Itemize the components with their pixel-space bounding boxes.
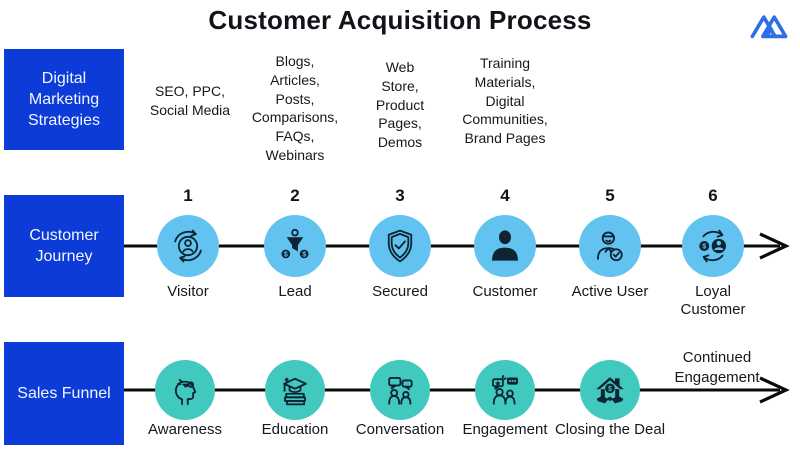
journey-step-circle [369,215,431,277]
funnel-step-circle [370,360,430,420]
svg-text:$: $ [302,251,306,259]
shield-check-icon [387,229,413,263]
row-label-text: Digital Marketing Strategies [27,69,101,130]
funnel-step-label: Awareness [148,421,222,438]
funnel-step-circle [155,360,215,420]
funnel-timeline-arrow [124,376,790,404]
continued-engagement-label: Continued Engagement [674,349,760,386]
row-label-digital-marketing: Digital Marketing Strategies [4,49,124,150]
journey-timeline-arrow [124,232,790,260]
row-label-sales-funnel: Sales Funnel [4,342,124,445]
loyalty-cycle-icon: $ [699,229,726,263]
journey-step-circle: $ [682,215,744,277]
marketing-column-1: SEO, PPC, Social Media [149,83,231,118]
journey-step-label: Lead [278,283,312,300]
journey-step-label: Customer [472,283,538,300]
journey-step-label: Active User [571,283,649,300]
funnel-step-label: Closing the Deal [554,421,666,438]
head-key-icon [174,379,197,406]
journey-step-circle [579,215,641,277]
person-silhouette-icon [492,230,518,261]
funnel-step-circle [475,360,535,420]
marketing-column-3: Web Store, Product Pages, Demos [375,59,425,150]
page-title: Customer Acquisition Process [208,5,592,35]
journey-step-number: 2 [290,186,300,205]
house-handshake-icon: $ [596,377,624,404]
svg-text:$: $ [608,385,612,393]
row-label-customer-journey: Customer Journey [4,195,124,297]
funnel-step-label: Conversation [355,421,445,438]
funnel-coins-icon: $ $ [281,228,309,259]
marketing-column-2: Blogs, Articles, Posts, Comparisons, FAQ… [251,53,339,163]
funnel-step-label: Education [261,421,329,438]
journey-step-number: 5 [605,186,615,205]
user-check-badge-icon [597,231,623,262]
mountain-logo-icon [750,15,788,39]
journey-step-circle [474,215,536,277]
graduation-books-icon [283,377,307,406]
journey-step-circle: $ $ [264,215,326,277]
people-chat-icon [388,377,413,405]
journey-step-number: 3 [395,186,405,205]
journey-step-number: 4 [500,186,510,205]
marketing-column-4: Training Materials, Digital Communities,… [462,55,548,146]
journey-step-number: 6 [708,186,718,205]
journey-step-label: Loyal Customer [680,283,746,318]
journey-step-circle [157,215,219,277]
journey-step-number: 1 [183,186,193,205]
row-label-text: Customer Journey [29,226,99,265]
svg-text:$: $ [702,243,706,251]
funnel-step-label: Engagement [462,421,548,438]
funnel-step-circle [265,360,325,420]
user-refresh-icon [174,229,202,263]
people-engagement-icon [492,375,518,405]
row-label-text: Sales Funnel [17,384,111,402]
journey-step-label: Secured [372,283,428,300]
journey-step-label: Visitor [167,283,209,300]
funnel-step-circle: $ [580,360,640,420]
svg-text:$: $ [284,251,288,259]
